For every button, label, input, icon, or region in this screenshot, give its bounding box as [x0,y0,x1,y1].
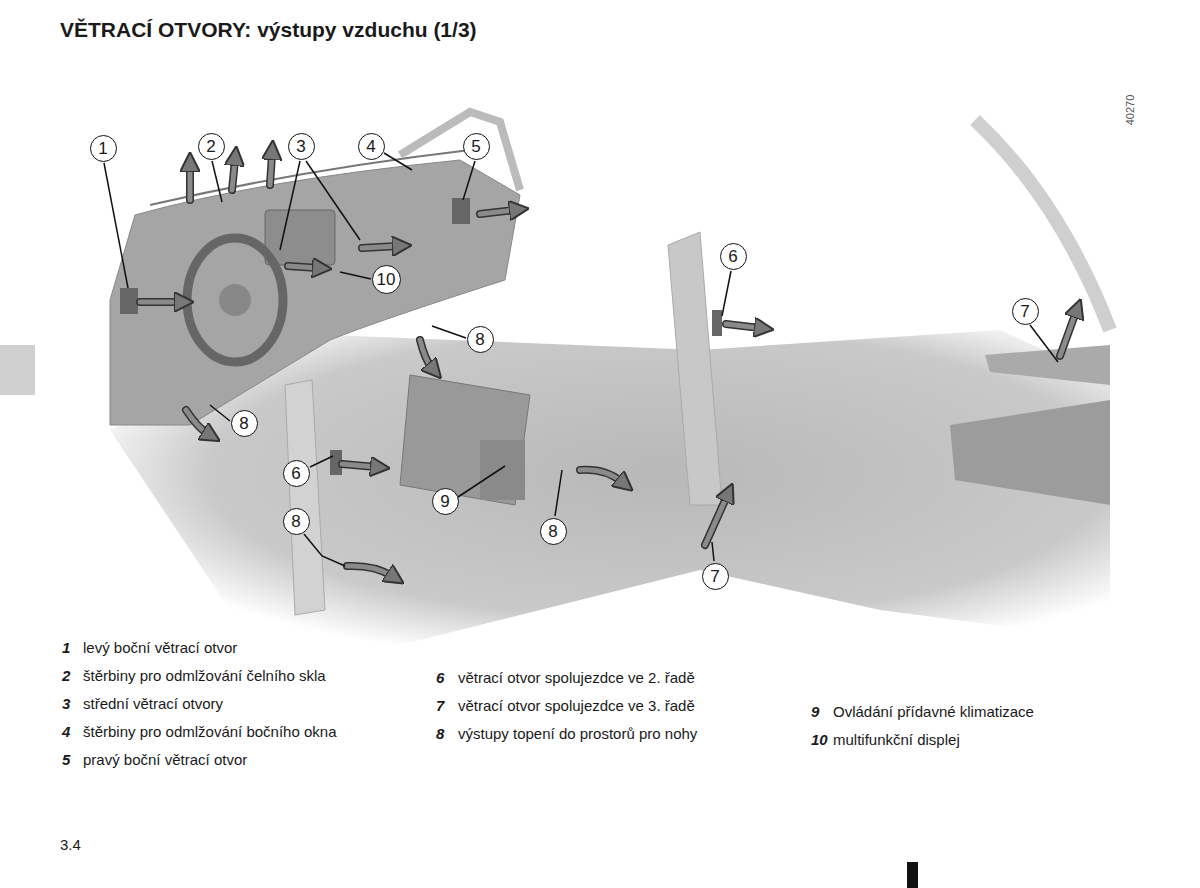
legend-text: štěrbiny pro odmlžování čelního skla [83,667,326,685]
callout-circle: 7 [702,563,729,590]
door-panel [950,400,1110,505]
callout-number: 9 [440,493,449,510]
callout-circle: 7 [1012,298,1039,325]
vent [120,288,138,314]
callout-number: 5 [471,138,480,155]
vent [712,310,722,336]
rear-trim [985,345,1110,385]
callout-number: 8 [291,513,300,530]
vent [452,198,470,224]
callout-circle: 9 [432,488,459,515]
legend-text: multifunkční displej [833,731,960,749]
legend-number: 5 [62,751,70,769]
legend-text: větrací otvor spolujezdce ve 2. řadě [458,669,695,687]
legend-number: 7 [436,697,444,715]
image-code: 40270 [1121,95,1139,126]
callout-number: 4 [366,138,375,155]
page-marker [907,862,918,888]
legend-number: 9 [811,703,819,721]
callout-number: 7 [710,568,719,585]
c-pillar [975,120,1110,330]
legend-number: 8 [436,725,444,743]
callout-circle: 6 [720,243,747,270]
callout-number: 2 [206,138,215,155]
callout-number: 3 [296,138,305,155]
callout-number: 8 [475,331,484,348]
windshield-edge [150,150,470,205]
page-title: VĚTRACÍ OTVORY: výstupy vzduchu (1/3) [60,18,477,42]
steering-wheel [187,238,283,362]
page-number: 3.4 [60,836,81,854]
legend-text: Ovládání přídavné klimatizace [833,703,1034,721]
callout-circle: 4 [358,133,385,160]
legend-text: střední větrací otvory [83,695,223,713]
screen [265,210,335,265]
a-pillar [400,112,520,190]
legend-number: 1 [62,639,70,657]
legend-text: výstupy topení do prostorů pro nohy [458,725,697,743]
legend-number: 2 [62,667,70,685]
legend-text: větrací otvor spolujezdce ve 3. řadě [458,697,695,715]
centre-console [400,375,530,505]
callout-circle: 3 [288,133,315,160]
steering-hub [219,284,251,316]
legend-text: pravý boční větrací otvor [83,751,247,769]
callout-circle: 8 [231,410,258,437]
legend-number: 4 [62,723,70,741]
callout-number: 1 [98,140,107,157]
airflow-arrows [140,154,1076,576]
callout-circle: 5 [463,133,490,160]
callout-circle: 8 [467,326,494,353]
callout-number: 7 [1020,303,1029,320]
callout-circle: 8 [283,508,310,535]
b-pillar [668,232,722,505]
airflow-arrows [140,154,1076,576]
legend-number: 6 [436,669,444,687]
leader-lines [104,153,1058,566]
callout-number: 8 [239,415,248,432]
legend-text: levý boční větrací otvor [83,639,237,657]
callout-circle: 2 [198,133,225,160]
legend-text: štěrbiny pro odmlžování bočního okna [83,723,336,741]
chapter-tab [0,345,35,395]
b-pillar-front [285,380,325,615]
callout-number: 6 [291,465,300,482]
callout-number: 8 [548,523,557,540]
callout-circle: 1 [90,135,117,162]
callout-circle: 10 [372,265,401,294]
callout-circle: 6 [283,460,310,487]
legend-number: 3 [62,695,70,713]
rear-panel [480,440,525,500]
callout-number: 10 [377,271,396,288]
callout-circle: 8 [540,518,567,545]
callout-number: 6 [728,248,737,265]
legend-number: 10 [811,731,828,749]
